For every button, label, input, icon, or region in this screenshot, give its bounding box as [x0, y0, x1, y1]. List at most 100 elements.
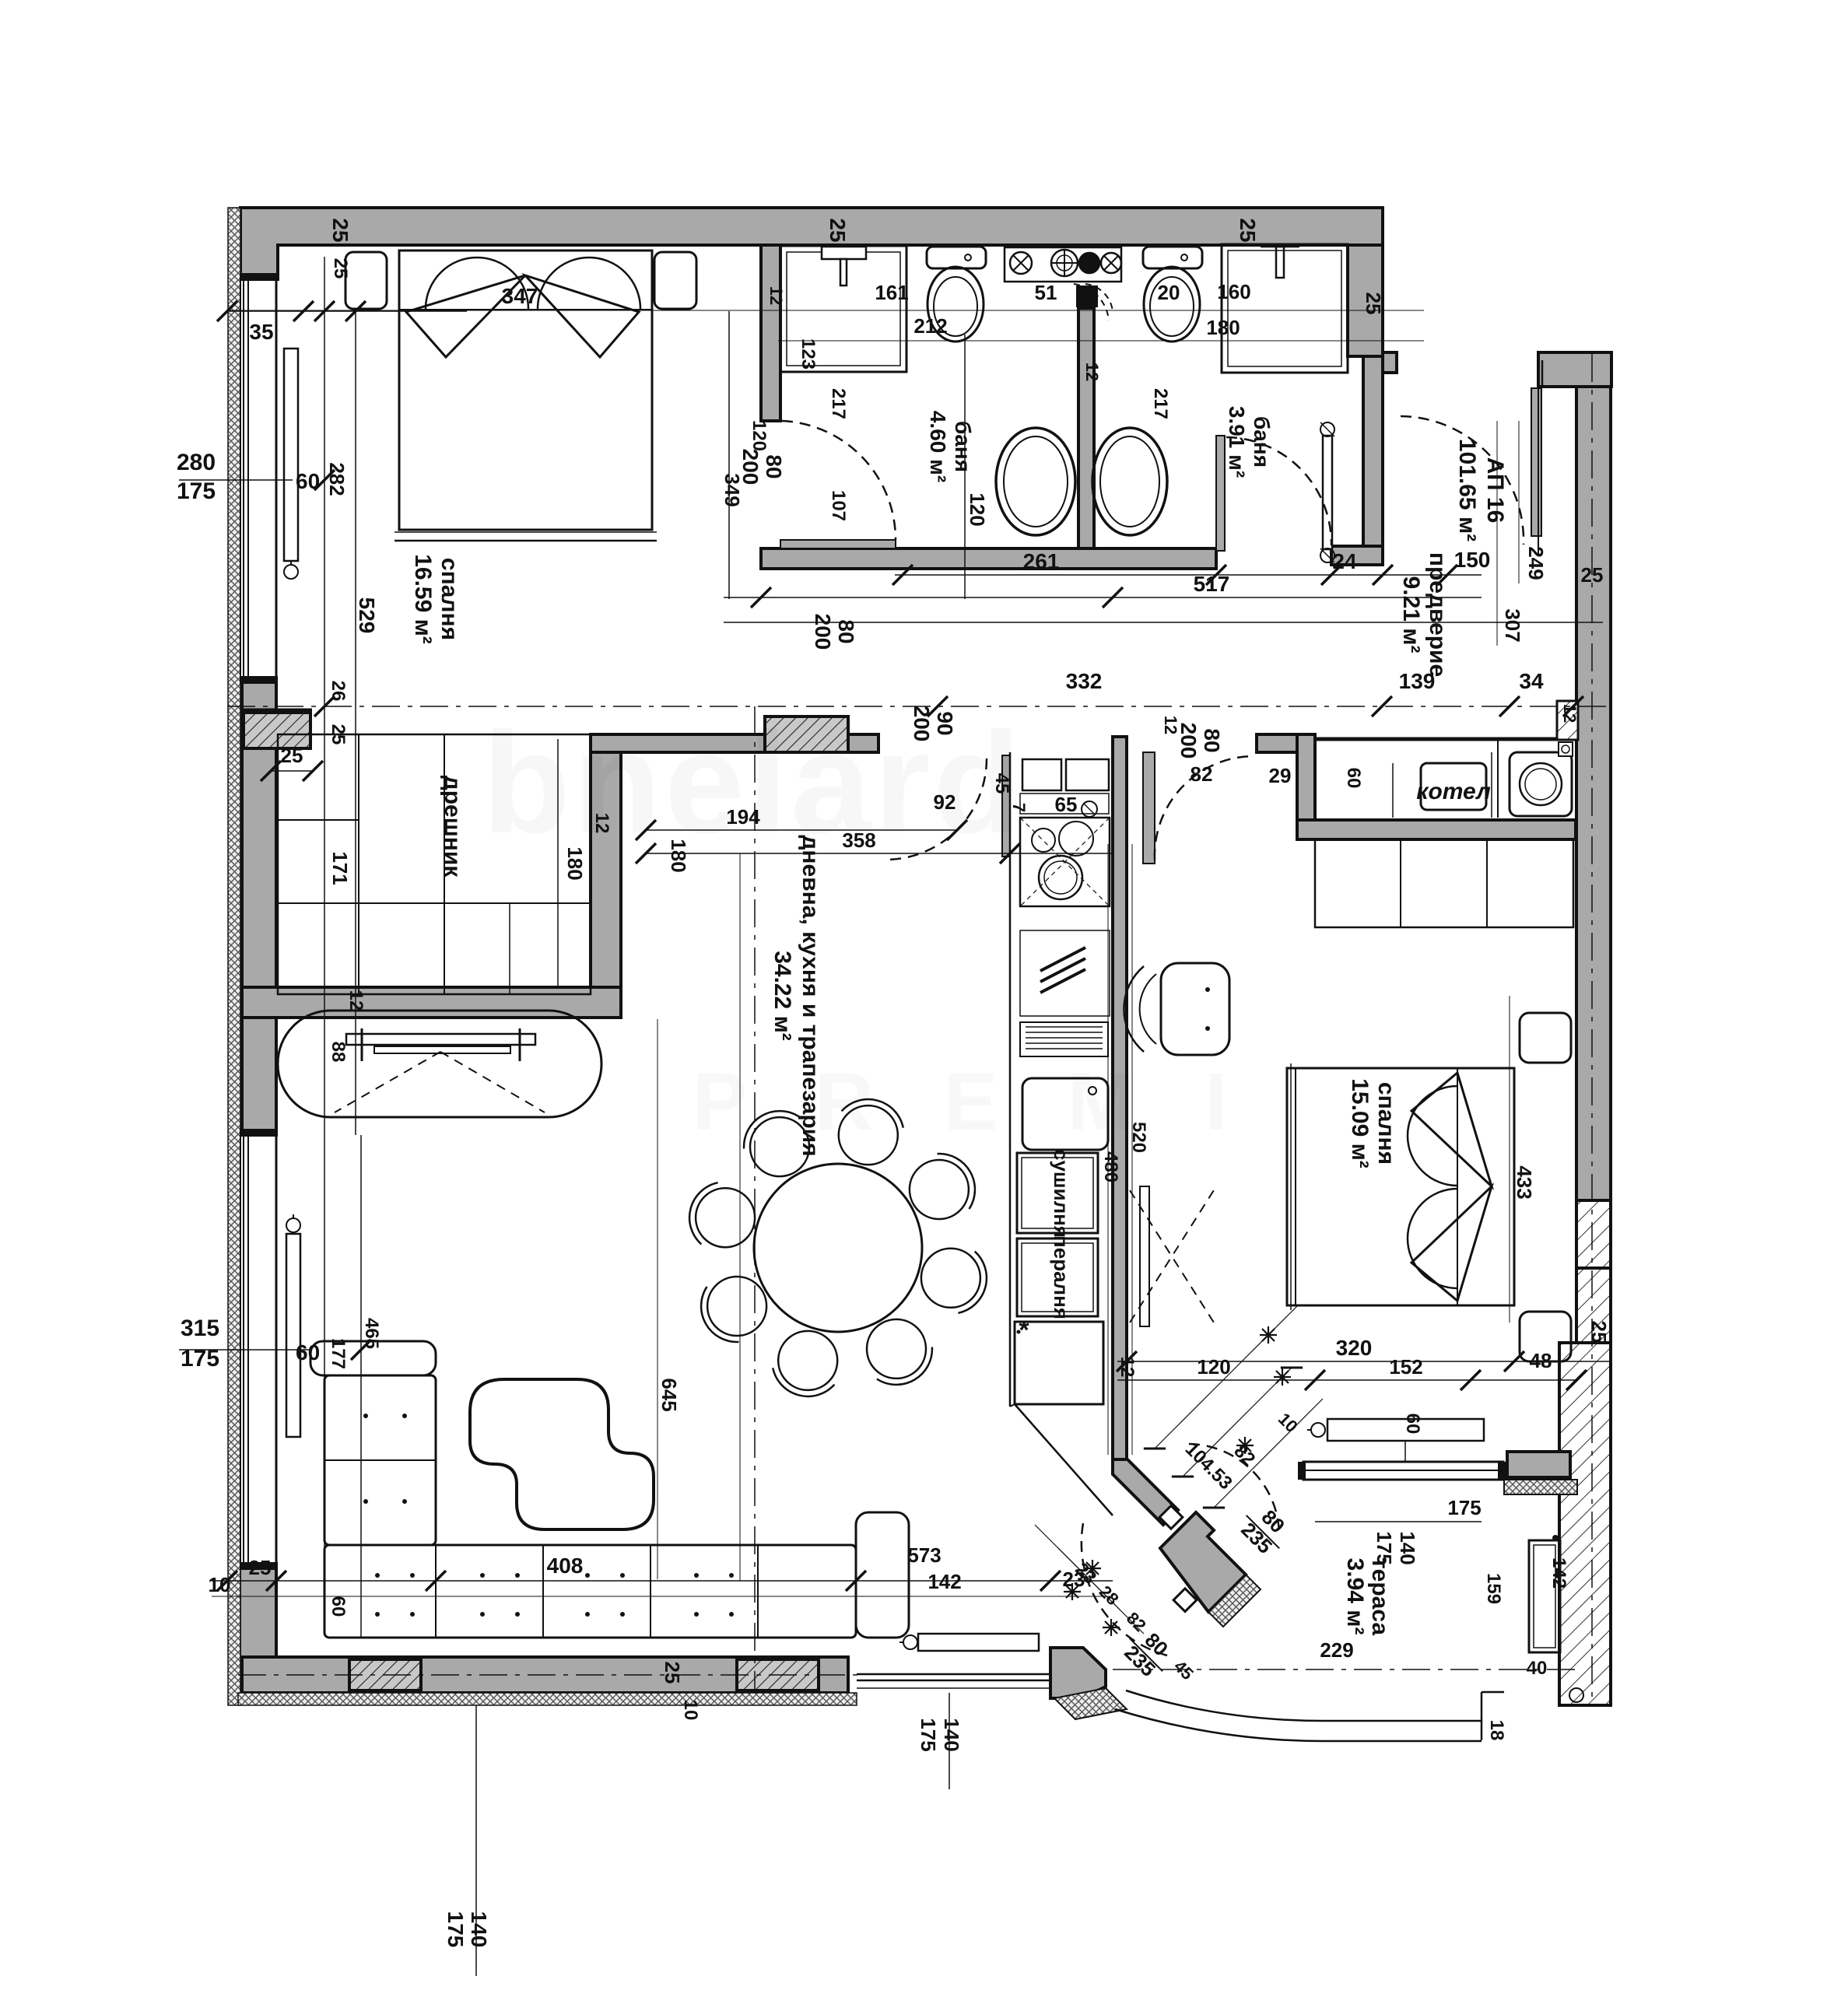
svg-text:347: 347 [502, 284, 538, 308]
svg-text:307: 307 [1501, 608, 1524, 642]
svg-text:4.60 м²: 4.60 м² [926, 411, 950, 482]
svg-text:35: 35 [249, 320, 273, 344]
svg-text:дрешник: дрешник [440, 776, 465, 878]
svg-text:175: 175 [1373, 1531, 1396, 1564]
svg-text:25: 25 [1587, 1321, 1611, 1344]
svg-text:16.59 м²: 16.59 м² [410, 554, 436, 644]
svg-text:предверие: предверие [1425, 552, 1450, 677]
svg-text:баня: баня [1250, 416, 1274, 468]
svg-text:92: 92 [934, 790, 956, 814]
svg-text:82: 82 [1191, 762, 1213, 786]
svg-text:25: 25 [1236, 218, 1260, 242]
svg-text:107: 107 [828, 490, 849, 521]
svg-text:175: 175 [444, 1911, 468, 1948]
svg-text:90: 90 [933, 711, 957, 735]
svg-text:152: 152 [1389, 1355, 1422, 1379]
svg-text:332: 332 [1066, 669, 1103, 693]
svg-text:тераса: тераса [1367, 1557, 1393, 1635]
svg-text:26: 26 [328, 681, 349, 702]
svg-text:29: 29 [1269, 764, 1292, 787]
svg-text:200: 200 [1176, 723, 1201, 759]
svg-text:дневна, кухня и трапезария: дневна, кухня и трапезария [798, 835, 823, 1156]
svg-text:котел: котел [1416, 779, 1491, 804]
svg-text:P R E M I: P R E M I [693, 1056, 1250, 1147]
svg-text:142: 142 [1548, 1557, 1569, 1589]
svg-text:175: 175 [917, 1718, 940, 1751]
svg-text:180: 180 [667, 839, 690, 872]
svg-text:480: 480 [1100, 1151, 1121, 1182]
svg-text:194: 194 [726, 805, 760, 829]
svg-text:15.09 м²: 15.09 м² [1347, 1078, 1373, 1168]
svg-text:315: 315 [181, 1316, 219, 1341]
svg-text:60: 60 [1343, 768, 1364, 789]
svg-text:120: 120 [749, 420, 770, 451]
svg-text:320: 320 [1336, 1336, 1373, 1360]
svg-text:88: 88 [328, 1042, 349, 1063]
svg-text:171: 171 [328, 851, 352, 885]
svg-text:45: 45 [991, 773, 1012, 794]
svg-text:баня: баня [951, 421, 975, 472]
svg-text:159: 159 [1483, 1573, 1504, 1604]
svg-text:спалня: спалня [437, 558, 462, 640]
svg-text:529: 529 [355, 597, 379, 634]
svg-text:229: 229 [1320, 1638, 1353, 1662]
svg-text:200: 200 [738, 449, 763, 485]
svg-text:25: 25 [826, 218, 850, 242]
svg-text:200: 200 [910, 706, 934, 742]
svg-text:12: 12 [1560, 704, 1580, 723]
svg-text:349: 349 [721, 473, 744, 506]
svg-text:34: 34 [1519, 669, 1544, 693]
svg-text:60: 60 [328, 1596, 349, 1617]
svg-text:bnelard: bnelard [482, 703, 1024, 864]
svg-text:51: 51 [1035, 281, 1057, 304]
svg-text:пералня: пералня [1050, 1235, 1073, 1319]
svg-text:282: 282 [325, 462, 349, 496]
svg-text:217: 217 [1150, 388, 1171, 419]
svg-text:12: 12 [1082, 363, 1102, 381]
svg-text:120: 120 [1197, 1355, 1230, 1379]
svg-text:161: 161 [875, 281, 908, 304]
svg-text:517: 517 [1194, 572, 1230, 596]
svg-text:12: 12 [1161, 716, 1180, 734]
svg-text:180: 180 [1206, 316, 1240, 339]
svg-text:150: 150 [1454, 548, 1491, 572]
svg-text:25: 25 [281, 744, 303, 767]
svg-text:9.21 м²: 9.21 м² [1398, 576, 1424, 653]
svg-text:3.91 м²: 3.91 м² [1225, 406, 1249, 478]
svg-text:433: 433 [1513, 1165, 1536, 1199]
svg-text:25: 25 [328, 218, 352, 242]
svg-text:200: 200 [811, 614, 835, 650]
svg-text:12: 12 [591, 813, 612, 834]
svg-text:212: 212 [913, 314, 947, 338]
svg-text:177: 177 [328, 1338, 349, 1369]
svg-text:12: 12 [766, 286, 786, 305]
svg-text:80: 80 [834, 619, 858, 643]
svg-text:139: 139 [1399, 669, 1436, 693]
svg-text:25: 25 [328, 724, 349, 745]
svg-text:3.94 м²: 3.94 м² [1342, 1558, 1368, 1635]
svg-text:*: * [1019, 1316, 1029, 1345]
svg-text:249: 249 [1524, 546, 1548, 580]
svg-text:25: 25 [249, 1556, 272, 1579]
svg-text:25: 25 [661, 1662, 684, 1684]
svg-text:60: 60 [296, 1340, 320, 1365]
svg-text:280: 280 [177, 450, 216, 475]
svg-text:40: 40 [1527, 1658, 1548, 1679]
svg-text:18: 18 [1486, 1720, 1507, 1741]
svg-text:180: 180 [563, 846, 587, 880]
svg-text:25: 25 [1581, 563, 1604, 587]
svg-text:25: 25 [1362, 293, 1385, 315]
svg-text:217: 217 [828, 388, 849, 419]
svg-text:123: 123 [798, 338, 819, 370]
svg-text:261: 261 [1023, 549, 1060, 573]
svg-text:10: 10 [680, 1700, 701, 1721]
svg-text:34.22 м²: 34.22 м² [770, 951, 795, 1041]
svg-text:358: 358 [842, 829, 875, 852]
svg-text:65: 65 [1055, 793, 1078, 816]
svg-text:48: 48 [1530, 1349, 1552, 1372]
svg-text:80: 80 [762, 454, 786, 478]
svg-text:175: 175 [177, 478, 216, 504]
svg-text:645: 645 [657, 1378, 681, 1411]
svg-text:20: 20 [1158, 281, 1180, 304]
svg-text:573: 573 [907, 1543, 941, 1567]
